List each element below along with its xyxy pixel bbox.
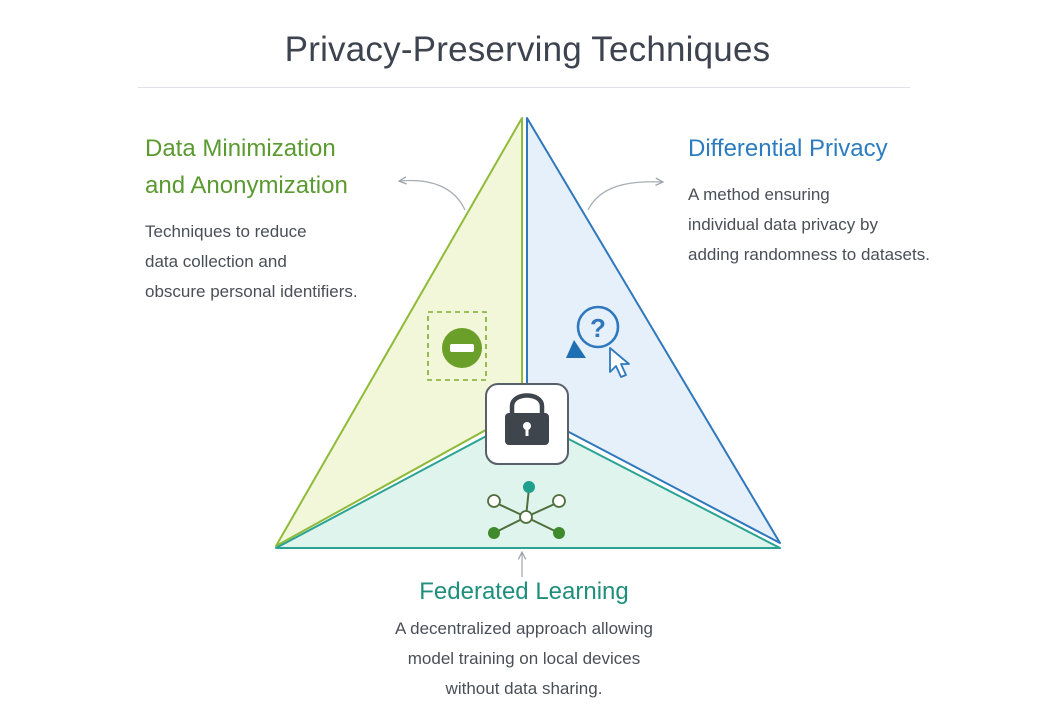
- minus-circle-icon: [427, 311, 487, 381]
- network-nodes-icon: [487, 481, 566, 539]
- federated-learning-heading: Federated Learning: [300, 573, 748, 610]
- differential-privacy-desc-line-1: A method ensuring: [688, 185, 830, 204]
- data-minimization-segment: [275, 117, 523, 547]
- differential-privacy-desc-line-3: adding randomness to datasets.: [688, 245, 930, 264]
- title-divider: [138, 87, 910, 88]
- data-minimization-desc-line-3: obscure personal identifiers.: [145, 282, 358, 301]
- data-minimization-heading-line-2: and Anonymization: [145, 172, 348, 199]
- federated-learning-desc-line-1: A decentralized approach allowing: [394, 619, 653, 638]
- federated-learning-desc-line-3: without data sharing.: [445, 679, 603, 698]
- connector-arrow-left: [400, 180, 466, 211]
- differential-privacy-heading-line-1: Differential Privacy: [688, 135, 888, 162]
- data-minimization-heading: Data Minimization and Anonymization: [145, 130, 348, 204]
- question-pointer-icon: ?: [566, 305, 630, 378]
- page-title: Privacy-Preserving Techniques: [284, 30, 771, 69]
- federated-learning-desc-line-2: model training on local devices: [407, 649, 641, 668]
- svg-text:?: ?: [590, 313, 606, 343]
- data-minimization-description: Techniques to reduce data collection and…: [145, 217, 358, 307]
- differential-privacy-desc-line-2: individual data privacy by: [688, 215, 878, 234]
- lock-icon: [485, 383, 569, 465]
- differential-privacy-heading: Differential Privacy: [688, 130, 888, 167]
- data-minimization-heading-line-1: Data Minimization: [145, 135, 336, 162]
- federated-learning-description: A decentralized approach allowing model …: [300, 614, 748, 704]
- data-minimization-desc-line-1: Techniques to reduce: [145, 222, 307, 241]
- federated-learning-heading-line-1: Federated Learning: [419, 578, 629, 605]
- data-minimization-desc-line-2: data collection and: [145, 252, 287, 271]
- connector-arrow-right: [587, 182, 662, 211]
- differential-privacy-segment: [526, 117, 781, 544]
- differential-privacy-description: A method ensuring individual data privac…: [688, 180, 930, 270]
